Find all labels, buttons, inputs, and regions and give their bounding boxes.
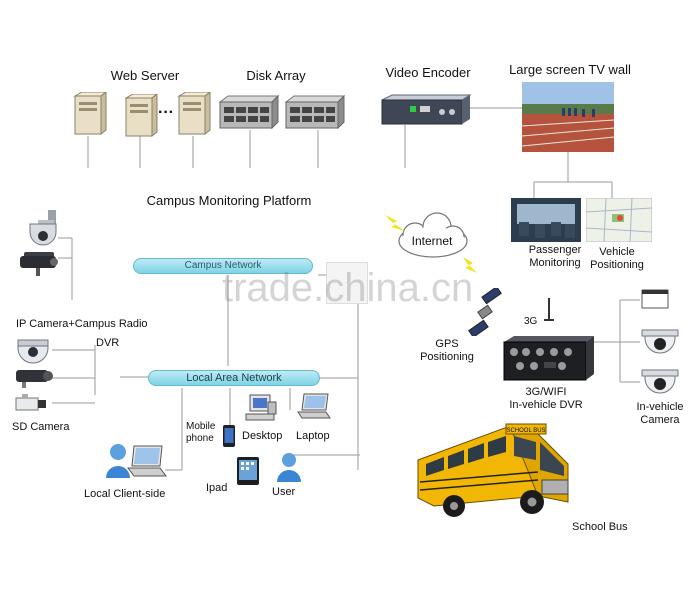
disk-array-icon	[284, 94, 346, 130]
passenger-monitoring-label: Passenger Monitoring	[528, 244, 582, 269]
server-icon	[124, 94, 158, 138]
sd-camera-label: SD Camera	[12, 421, 70, 433]
lan-bar: Local Area Network	[148, 370, 320, 386]
speed-dome-camera-icon	[29, 210, 57, 246]
video-encoder-label: Video Encoder	[385, 65, 471, 80]
ellipsis-icon: ···	[158, 104, 174, 121]
tv-wall-label: Large screen TV wall	[509, 62, 631, 77]
bullet-camera-icon	[16, 370, 53, 388]
vehicle-positioning-map	[586, 198, 652, 242]
bus-sign-text: SCHOOL BUS	[506, 428, 545, 434]
campus-network-bar: Campus Network	[133, 258, 313, 274]
local-client-icon	[106, 444, 167, 478]
box-camera-icon	[15, 394, 46, 411]
school-bus-icon: SCHOOL BUS	[417, 423, 569, 517]
user-icon	[277, 453, 301, 482]
antenna-icon	[544, 298, 554, 321]
in-vehicle-camera-icon	[641, 289, 669, 309]
disk-array-label: Disk Array	[246, 68, 306, 83]
switch-box	[326, 262, 368, 304]
video-encoder-icon	[381, 94, 472, 125]
dvr-label: DVR	[96, 337, 120, 349]
web-server-label: Web Server	[110, 68, 180, 83]
three-g-label: 3G	[524, 316, 538, 327]
server-icon	[177, 92, 211, 136]
dome-camera-icon	[641, 329, 679, 354]
mobile-phone-icon	[223, 425, 235, 447]
ipad-icon	[237, 457, 259, 485]
dome-camera-icon	[641, 369, 679, 394]
in-vehicle-dvr-icon	[503, 336, 594, 381]
laptop-label: Laptop	[296, 430, 330, 442]
internet-cloud-icon	[385, 212, 477, 273]
disk-array-icon	[218, 94, 280, 130]
lan-label: Local Area Network	[186, 372, 282, 384]
platform-label: Campus Monitoring Platform	[146, 193, 312, 208]
bullet-camera-icon	[20, 252, 58, 276]
in-vehicle-dvr-label: 3G/WIFI In-vehicle DVR	[509, 386, 583, 411]
watermark-text: trade.china.cn	[222, 266, 474, 310]
desktop-label: Desktop	[242, 430, 283, 442]
passenger-monitoring-image	[511, 198, 581, 242]
laptop-icon	[297, 393, 331, 419]
vehicle-positioning-label: Vehicle Positioning	[590, 246, 644, 271]
desktop-icon	[245, 394, 277, 421]
in-vehicle-camera-label: In-vehicle Camera	[636, 401, 684, 426]
tv-wall-screen	[522, 82, 614, 152]
ip-camera-radio-label: IP Camera+Campus Radio	[16, 318, 148, 330]
internet-label: Internet	[411, 234, 453, 248]
campus-network-label: Campus Network	[184, 260, 262, 271]
ipad-label: Ipad	[206, 482, 228, 494]
mobile-phone-label: Mobile phone	[186, 421, 216, 444]
dome-camera-icon	[17, 339, 49, 364]
school-bus-label: School Bus	[572, 521, 628, 533]
local-client-label: Local Client-side	[84, 488, 166, 500]
gps-satellite-icon	[468, 288, 502, 336]
server-icon	[73, 92, 107, 136]
user-label: User	[272, 486, 296, 498]
gps-label: GPS Positioning	[420, 338, 474, 363]
